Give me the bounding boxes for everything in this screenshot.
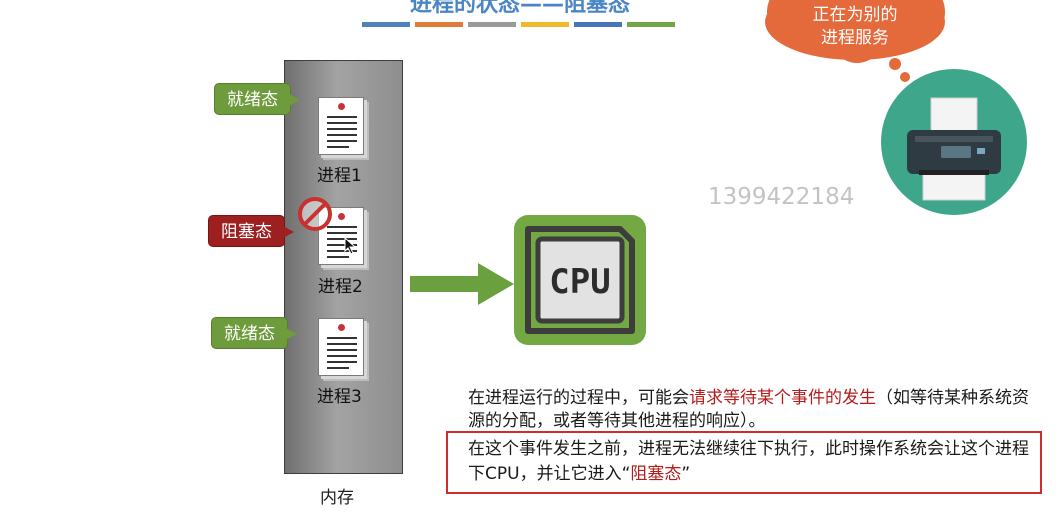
cpu-chip-icon: CPU <box>514 215 646 345</box>
title-stripes <box>362 22 675 27</box>
process-2-label: 进程2 <box>318 277 363 297</box>
blocked-icon <box>298 197 332 231</box>
stripe-yellow <box>521 22 569 27</box>
thought-bubble-text: 正在为别的 进程服务 <box>780 4 930 50</box>
stripe-gray <box>468 22 516 27</box>
thought-line-2: 进程服务 <box>821 28 889 48</box>
description-highlight: 请求等待某个事件的发生 <box>689 388 876 408</box>
description-text: 在进程运行的过程中，可能会请求等待某个事件的发生（如等待某种系统资源的分配，或者… <box>468 387 1043 433</box>
boxed-text: 在这个事件发生之前，进程无法继续往下执行，此时操作系统会让这个进程下CPU，并让… <box>468 437 1038 487</box>
process-1-label: 进程1 <box>317 166 362 186</box>
description-part-2: （如等待某种系统资源的分配，或者等待其他进程的响应）。 <box>468 388 1029 431</box>
boxed-text-part-2: ” <box>681 464 691 484</box>
stripe-green <box>627 22 675 27</box>
document-icon-process-3 <box>318 318 364 376</box>
stripe-blue <box>362 22 410 27</box>
state-tag-process-2: 阻塞态 <box>208 215 294 247</box>
thought-line-1: 正在为别的 <box>812 5 898 25</box>
right-arrow-icon <box>410 263 514 305</box>
state-tag-process-3: 就绪态 <box>211 317 297 349</box>
boxed-text-part-1: 在这个事件发生之前，进程无法继续往下执行，此时操作系统会让这个进程下CPU，并让… <box>468 439 1029 484</box>
process-3-label: 进程3 <box>317 387 362 407</box>
highlight-box <box>446 431 1042 494</box>
stripe-darkblue <box>574 22 622 27</box>
slide-title: 进程的状态——阻塞态 <box>409 0 630 17</box>
memory-label: 内存 <box>320 488 354 508</box>
watermark: 1399422184 <box>708 184 855 210</box>
state-tag-process-1: 就绪态 <box>214 83 300 115</box>
stripe-orange <box>415 22 463 27</box>
document-icon-process-1 <box>318 97 364 155</box>
thought-bubble <box>765 0 945 63</box>
mouse-cursor-icon <box>344 237 357 255</box>
description-part-1: 在进程运行的过程中，可能会 <box>468 388 689 408</box>
cpu-label: CPU <box>549 262 610 302</box>
boxed-text-highlight: 阻塞态 <box>630 464 682 484</box>
printer-icon <box>907 97 1001 201</box>
